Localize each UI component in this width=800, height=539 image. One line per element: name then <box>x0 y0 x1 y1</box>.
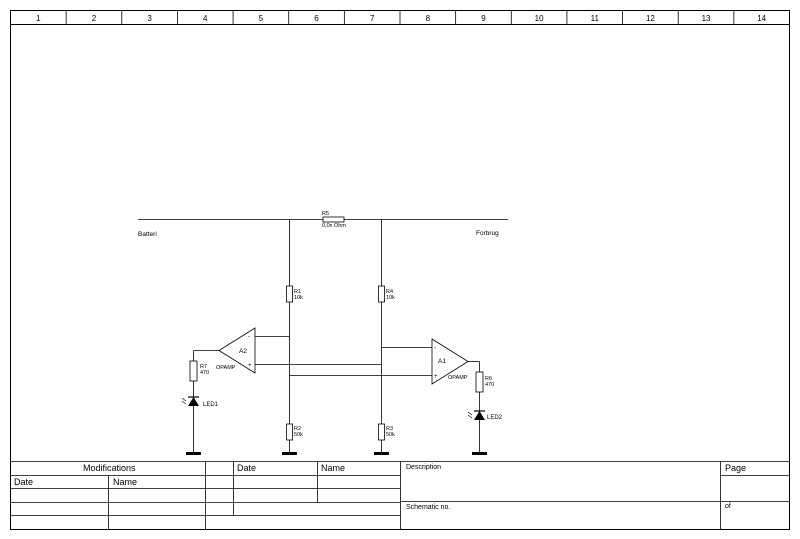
ground-symbols <box>186 452 487 455</box>
schematic-wires <box>138 219 508 452</box>
led2-ref: LED2 <box>487 415 503 421</box>
r3-resistor[interactable] <box>378 423 385 441</box>
led2-diode[interactable] <box>467 410 485 420</box>
r7-resistor[interactable] <box>189 360 198 382</box>
grid-column-label: 11 <box>591 14 600 23</box>
grid-column-label: 1 <box>36 14 41 23</box>
a1-opamp[interactable] <box>431 338 469 385</box>
a1-ref: A1 <box>438 358 446 365</box>
grid-column-label: 12 <box>646 14 655 23</box>
mod-date-header: Date <box>14 477 33 487</box>
a2-type: OPAMP <box>216 365 236 371</box>
grid-column-label: 4 <box>203 14 208 23</box>
name-header: Name <box>321 463 345 473</box>
a2-minus-sign: - <box>248 334 250 340</box>
ground-symbol <box>186 452 201 455</box>
date-header: Date <box>237 463 256 473</box>
grid-column-label: 8 <box>426 14 431 23</box>
ground-symbol <box>472 452 487 455</box>
a2-ref: A2 <box>239 348 247 355</box>
a2-plus-sign: + <box>248 363 252 369</box>
r1-resistor[interactable] <box>286 285 293 303</box>
r1-value: 10k <box>294 295 303 301</box>
grid-column-label: 5 <box>259 14 264 23</box>
led1-diode[interactable] <box>181 396 199 406</box>
grid-column-label: 13 <box>702 14 711 23</box>
page-label: Page <box>725 463 746 473</box>
grid-column-label: 7 <box>370 14 375 23</box>
r6-value: 470 <box>485 382 494 388</box>
r4-value: 10k <box>386 295 395 301</box>
r2-ref: R2 <box>294 426 301 432</box>
ground-symbol <box>374 452 389 455</box>
r5-ref: R5 <box>322 211 329 217</box>
a1-plus-sign: + <box>434 374 438 380</box>
r6-resistor[interactable] <box>475 371 484 393</box>
r3-value: 50k <box>386 432 395 438</box>
r5-resistor[interactable] <box>322 216 345 223</box>
batteri-label: Batteri <box>138 231 157 238</box>
r4-ref: R4 <box>386 289 393 295</box>
sheet-border <box>10 10 790 530</box>
description-label: Description <box>406 464 441 471</box>
grid-column-label: 10 <box>535 14 544 23</box>
mod-name-header: Name <box>113 477 137 487</box>
led1-ref: LED1 <box>203 402 219 408</box>
ground-symbol <box>282 452 297 455</box>
a1-type: OPAMP <box>448 375 468 381</box>
r1-ref: R1 <box>294 289 301 295</box>
a1-minus-sign: - <box>434 345 436 351</box>
r3-ref: R3 <box>386 426 393 432</box>
r6-ref: R6 <box>485 376 492 382</box>
forbrug-label: Forbrug <box>476 230 499 237</box>
grid-column-label: 2 <box>92 14 97 23</box>
grid-column-label: 9 <box>481 14 486 23</box>
title-block <box>10 461 790 530</box>
r4-resistor[interactable] <box>378 285 385 303</box>
schematic-no-label: Schematic no. <box>406 504 450 511</box>
grid-column-label: 3 <box>147 14 152 23</box>
grid-column-label: 6 <box>314 14 319 23</box>
a2-opamp[interactable] <box>218 327 256 374</box>
r7-value: 470 <box>200 370 209 376</box>
of-label: of <box>725 503 731 510</box>
r2-value: 50k <box>294 432 303 438</box>
r5-value: 0,0x Ohm <box>322 223 346 229</box>
modifications-header: Modifications <box>83 463 136 473</box>
r7-ref: R7 <box>200 364 207 370</box>
grid-column-label: 14 <box>757 14 766 23</box>
r2-resistor[interactable] <box>286 423 293 441</box>
